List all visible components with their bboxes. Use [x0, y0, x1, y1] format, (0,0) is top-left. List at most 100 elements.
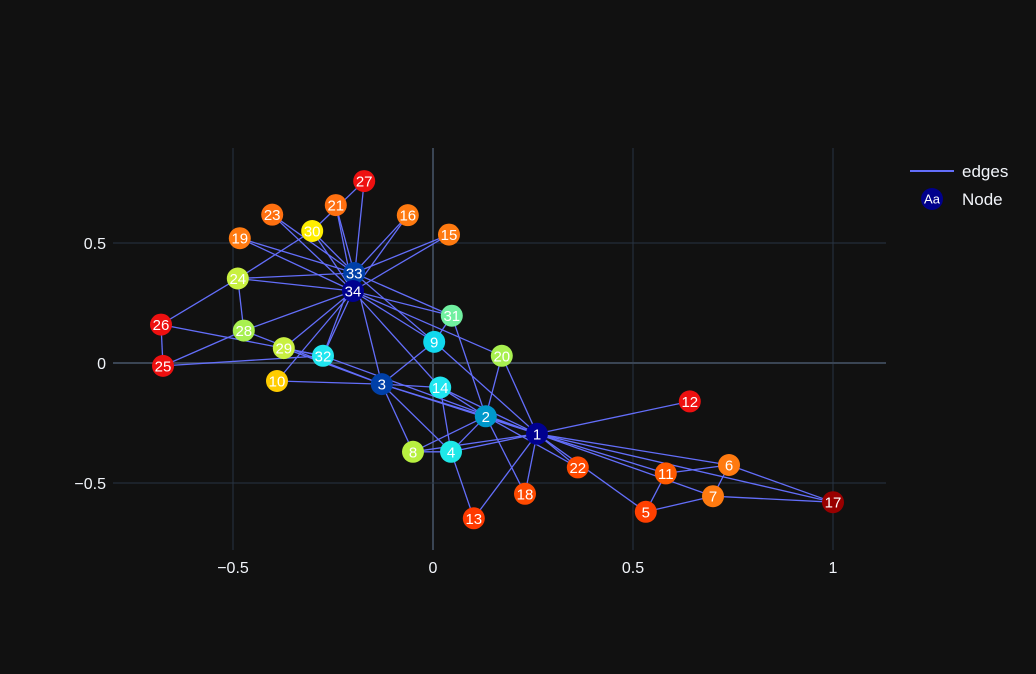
node-marker[interactable]: [440, 304, 463, 327]
edge-line: [451, 315, 487, 417]
node-33[interactable]: 33: [343, 262, 366, 284]
node-marker[interactable]: [718, 454, 740, 476]
y-tick-label: 0: [97, 356, 106, 373]
node-34[interactable]: 34: [342, 280, 364, 302]
node-marker[interactable]: [678, 390, 701, 413]
node-marker[interactable]: [232, 319, 255, 342]
node-27[interactable]: 27: [353, 170, 376, 193]
node-marker[interactable]: [301, 220, 324, 242]
node-14[interactable]: 14: [429, 376, 452, 399]
node-label: 34: [345, 284, 362, 301]
node-24[interactable]: 24: [226, 267, 249, 290]
legend-item-edges[interactable]: edges: [910, 162, 1008, 181]
node-30[interactable]: 30: [301, 220, 324, 242]
node-13[interactable]: 13: [462, 507, 485, 530]
edge-line: [381, 383, 486, 417]
node-marker[interactable]: [370, 373, 393, 396]
node-marker[interactable]: [822, 491, 844, 514]
x-tick-label: −0.5: [217, 560, 249, 577]
edge-line: [160, 277, 239, 326]
node-marker[interactable]: [226, 267, 249, 290]
node-marker[interactable]: [228, 227, 251, 250]
node-10[interactable]: 10: [266, 370, 288, 392]
node-marker[interactable]: [474, 405, 497, 428]
node-5[interactable]: 5: [634, 500, 657, 523]
node-marker[interactable]: [353, 170, 376, 193]
node-7[interactable]: 7: [702, 485, 724, 508]
node-12[interactable]: 12: [678, 390, 701, 413]
edge-line: [381, 383, 414, 453]
node-22[interactable]: 22: [566, 456, 589, 479]
node-16[interactable]: 16: [396, 204, 419, 227]
node-marker[interactable]: [654, 462, 677, 485]
node-label: 29: [275, 341, 292, 358]
node-marker[interactable]: [462, 507, 485, 530]
edge-line: [473, 433, 538, 519]
edge-line: [276, 380, 382, 385]
node-marker[interactable]: [634, 500, 657, 523]
edge-line: [536, 433, 834, 503]
node-1[interactable]: 1: [526, 422, 548, 445]
edge-line: [381, 341, 435, 385]
edge-line: [412, 415, 487, 453]
node-25[interactable]: 25: [152, 354, 174, 377]
node-31[interactable]: 31: [440, 304, 463, 327]
node-marker[interactable]: [490, 344, 513, 367]
node-marker[interactable]: [396, 204, 419, 227]
node-marker[interactable]: [438, 223, 460, 246]
node-marker[interactable]: [261, 203, 284, 226]
node-4[interactable]: 4: [440, 440, 462, 463]
node-28[interactable]: 28: [232, 319, 255, 342]
legend-marker-swatch: [921, 188, 943, 210]
node-label: 7: [709, 489, 717, 506]
edge-line: [712, 495, 834, 503]
node-marker[interactable]: [702, 485, 724, 508]
node-label: 16: [399, 208, 416, 225]
node-marker[interactable]: [514, 482, 536, 505]
node-8[interactable]: 8: [402, 440, 424, 463]
node-9[interactable]: 9: [423, 330, 446, 353]
node-marker[interactable]: [402, 440, 424, 463]
node-3[interactable]: 3: [370, 373, 393, 396]
edge-line: [501, 355, 538, 435]
node-marker[interactable]: [312, 344, 334, 367]
node-21[interactable]: 21: [324, 194, 347, 217]
legend-label: Node: [962, 190, 1003, 209]
node-11[interactable]: 11: [654, 462, 677, 485]
node-2[interactable]: 2: [474, 405, 497, 428]
node-26[interactable]: 26: [150, 313, 172, 336]
edge-line: [536, 433, 714, 497]
node-marker[interactable]: [342, 280, 364, 302]
node-label: 6: [725, 458, 733, 475]
node-marker[interactable]: [150, 313, 172, 336]
node-marker[interactable]: [152, 354, 174, 377]
y-tick-label: −0.5: [74, 476, 106, 493]
node-29[interactable]: 29: [272, 337, 295, 360]
node-19[interactable]: 19: [228, 227, 251, 250]
node-20[interactable]: 20: [490, 344, 513, 367]
node-18[interactable]: 18: [514, 482, 536, 505]
legend-label: edges: [962, 162, 1008, 181]
node-marker[interactable]: [272, 337, 295, 360]
node-marker[interactable]: [423, 330, 446, 353]
node-15[interactable]: 15: [438, 223, 460, 246]
node-marker[interactable]: [566, 456, 589, 479]
edge-line: [271, 214, 355, 274]
node-marker[interactable]: [343, 262, 366, 284]
edge-line: [283, 290, 354, 349]
node-17[interactable]: 17: [822, 491, 844, 514]
edge-line: [485, 415, 526, 495]
node-32[interactable]: 32: [312, 344, 334, 367]
y-tick-label: 0.5: [84, 236, 106, 253]
node-23[interactable]: 23: [261, 203, 284, 226]
edge-line: [352, 234, 450, 292]
node-marker[interactable]: [429, 376, 452, 399]
node-marker[interactable]: [266, 370, 288, 392]
node-marker[interactable]: [526, 422, 548, 445]
node-marker[interactable]: [324, 194, 347, 217]
node-6[interactable]: 6: [718, 454, 740, 476]
node-marker[interactable]: [440, 440, 462, 463]
